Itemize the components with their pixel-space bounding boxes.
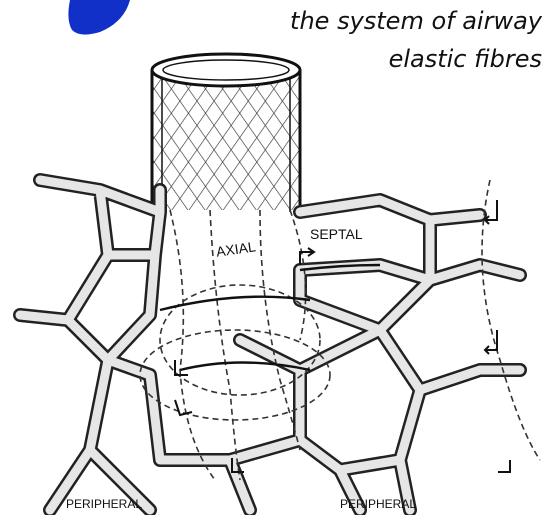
septal-walls	[20, 180, 520, 510]
label-septal: SEPTAL	[310, 226, 363, 242]
airway-tube	[152, 54, 300, 212]
label-peripheral-left: PERIPHERAL	[66, 497, 142, 511]
elastic-fibre-diagram	[0, 40, 556, 515]
axial-fibres	[140, 180, 540, 480]
caption-line-1: the system of airway	[290, 2, 542, 40]
label-peripheral-right: PERIPHERAL	[340, 497, 416, 511]
slide-corner-graphic	[0, 0, 130, 40]
